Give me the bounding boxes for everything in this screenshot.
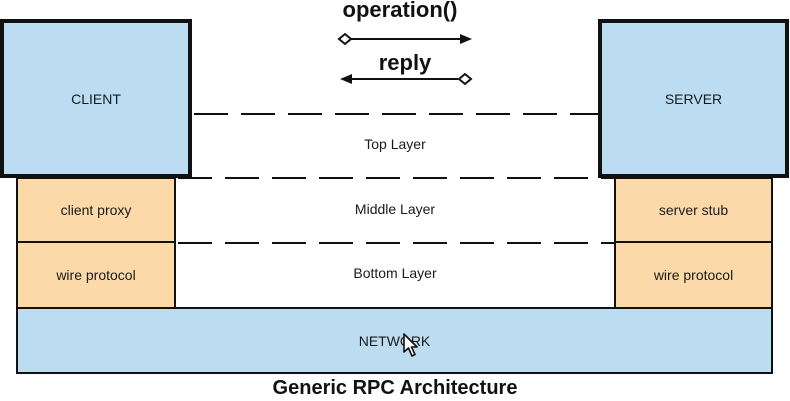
client-wire-protocol-label: wire protocol <box>56 267 136 283</box>
top-layer-label: Top Layer <box>364 136 426 152</box>
layer-divider-lines <box>178 113 614 244</box>
server-box: SERVER <box>598 19 789 178</box>
client-proxy-label: client proxy <box>60 202 132 218</box>
diagram-caption: Generic RPC Architecture <box>272 377 518 399</box>
server-wire-protocol-box: wire protocol <box>614 241 773 309</box>
middle-layer-label: Middle Layer <box>354 201 436 217</box>
server-stub-box: server stub <box>614 177 773 243</box>
reply-message-label: reply <box>378 50 432 75</box>
mouse-pointer-icon <box>403 333 418 357</box>
client-box: CLIENT <box>0 19 192 178</box>
operation-arrow <box>337 32 472 46</box>
server-stub-label: server stub <box>658 202 729 218</box>
network-box: NETWORK <box>16 307 773 374</box>
client-wire-protocol-box: wire protocol <box>16 241 176 309</box>
reply-arrow <box>340 72 473 86</box>
operation-message-label: operation() <box>342 0 458 22</box>
client-title: CLIENT <box>71 90 121 107</box>
server-wire-protocol-label: wire protocol <box>653 267 734 283</box>
bottom-layer-label: Bottom Layer <box>353 265 437 281</box>
client-proxy-box: client proxy <box>16 177 176 243</box>
server-title: SERVER <box>664 90 723 107</box>
